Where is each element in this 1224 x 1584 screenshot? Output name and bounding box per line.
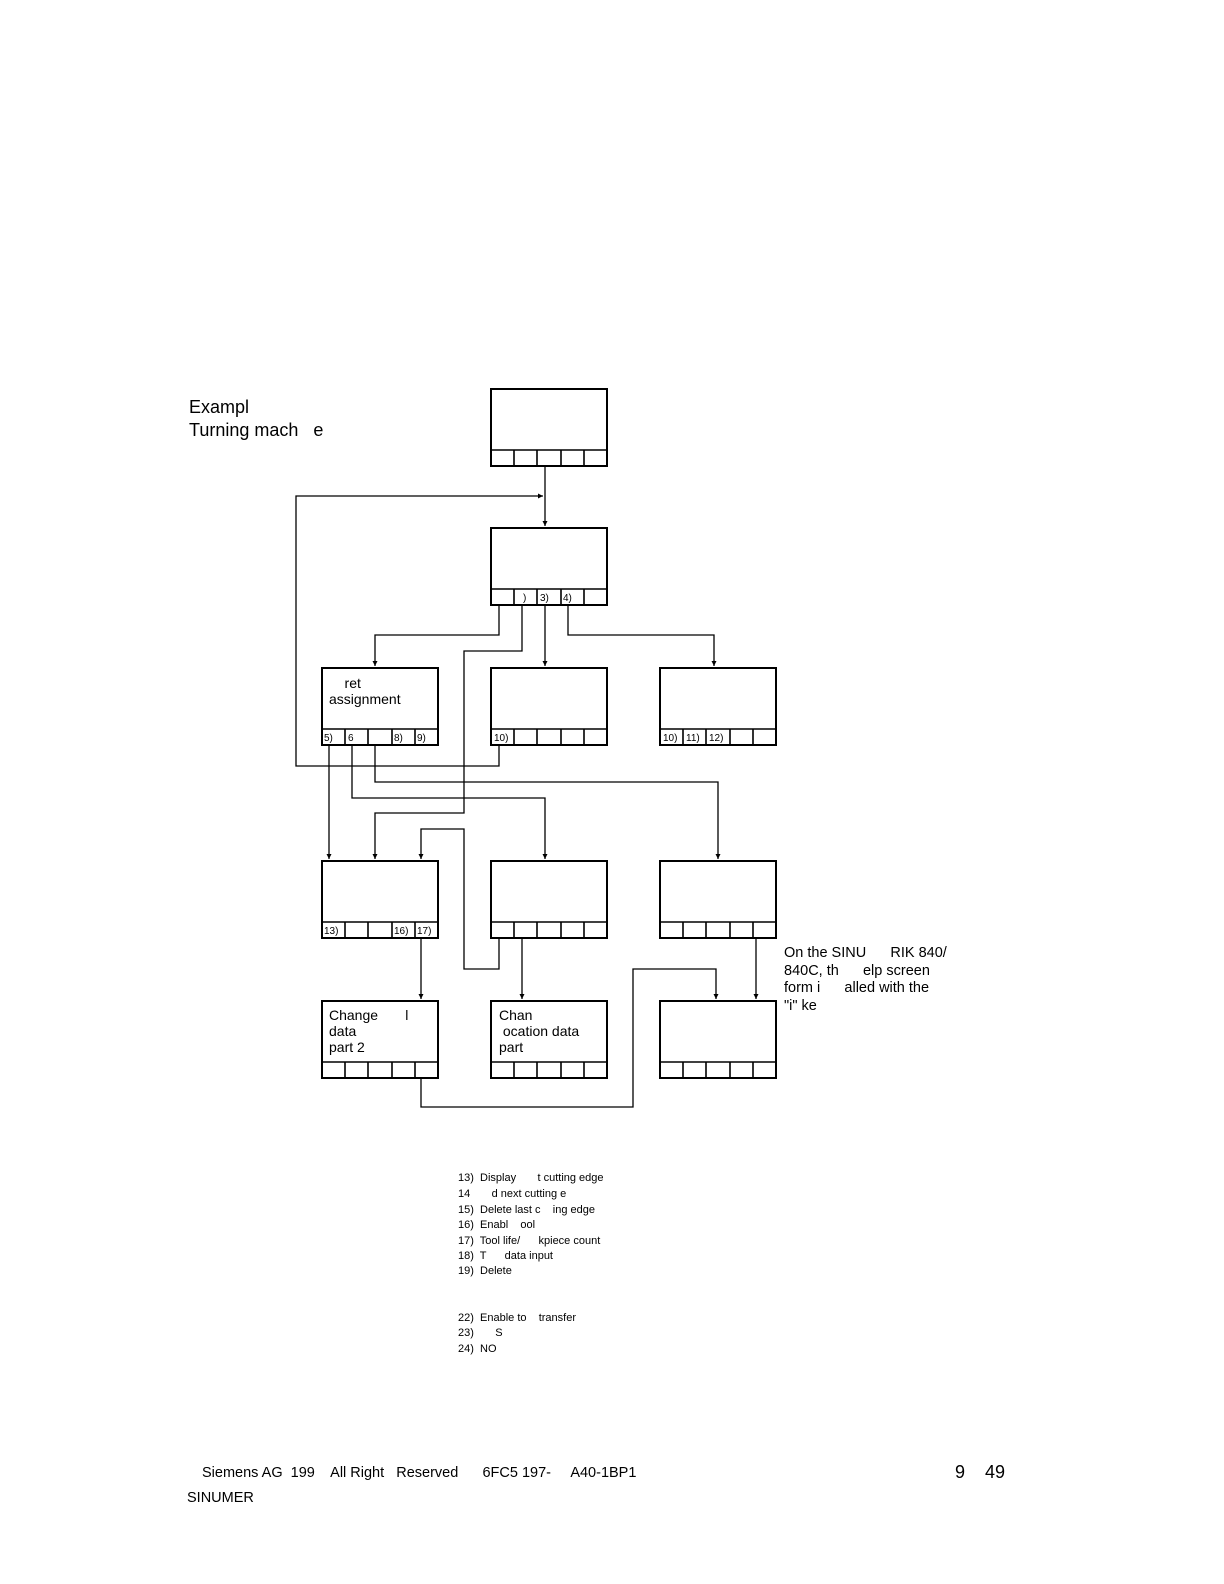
screen-box-lower-right: [659, 860, 777, 939]
box-ret-assignment-text: ret assignment: [329, 675, 401, 707]
connector-return-loop: [295, 493, 543, 767]
softkey-8: 8): [394, 733, 403, 744]
diagram-title-line-2: Turning mach e: [189, 420, 324, 440]
footnote-23: 23) S: [458, 1327, 503, 1339]
footnote-19: 19) Delete: [458, 1265, 512, 1277]
softkey-12: 12): [709, 733, 723, 744]
screen-box-lower-center: [490, 860, 608, 939]
connector-sk6-to-lower-center: [351, 745, 548, 859]
box-change-tool-data-text: Change l data part 2: [329, 1007, 409, 1055]
screen-box-change-tool-data: [321, 1000, 439, 1079]
connector-sk2-to-ret: [372, 605, 500, 666]
help-screen-note: On the SINU RIK 840/ 840C, th elp screen…: [784, 945, 947, 1014]
connector-sk7-to-lower-right: [374, 745, 721, 859]
footnote-15: 15) Delete last c ing edge: [458, 1204, 595, 1216]
screen-box-mid-center: [490, 667, 608, 746]
connector-sk4-to-mid-right: [567, 605, 717, 666]
softkey-labels: ) 3) 4) 5) 6 8) 9) 10) 10) 11) 12) 13) 1…: [324, 593, 723, 937]
softkey-rows: [322, 449, 776, 1078]
softkey-3: 3): [540, 593, 549, 604]
footnote-24: 24) NO: [458, 1343, 497, 1355]
softkey-13: 13): [324, 926, 338, 937]
screen-box-help: [659, 1000, 777, 1079]
footnote-14: 14 d next cutting e: [458, 1188, 567, 1200]
page-number: 9 49: [955, 1462, 1006, 1482]
softkey-5: 5): [324, 733, 333, 744]
softkey-10-center: 10): [494, 733, 508, 744]
footer-product: SINUMER: [187, 1490, 254, 1506]
softkey-10-right: 10): [663, 733, 677, 744]
screen-box-change-location-data: [490, 1000, 608, 1079]
softkey-4: 4): [563, 593, 572, 604]
softkey-16: 16): [394, 926, 408, 937]
footnote-13: 13) Display t cutting edge: [458, 1172, 604, 1184]
box-change-location-data-text: Chan ocation data part: [499, 1007, 580, 1055]
connector-change-tool-to-help: [420, 968, 719, 1108]
screen-box-main-menu: [490, 527, 608, 606]
softkey-6: 6: [348, 733, 354, 744]
screen-box-mid-right: [659, 667, 777, 746]
connector-sk2b-to-lower-left: [372, 605, 523, 859]
softkey-11: 11): [686, 733, 700, 744]
footnote-17: 17) Tool life/ kpiece count: [458, 1235, 601, 1247]
screen-boxes: [321, 388, 777, 1079]
footnote-22: 22) Enable to transfer: [458, 1312, 577, 1324]
diagram-title-line-1: Exampl: [189, 397, 250, 417]
footer-copyright: Siemens AG 199 All Right Reserved 6FC5 1…: [202, 1465, 637, 1481]
footnote-18: 18) T data input: [458, 1250, 553, 1262]
screen-box-top: [490, 388, 608, 467]
softkey-9: 9): [417, 733, 426, 744]
softkey-2: ): [523, 593, 526, 604]
connector-lower-center-to-lower-left: [418, 828, 500, 970]
connectors: [295, 466, 759, 1108]
screen-box-ret-assignment: [321, 667, 439, 746]
footnote-16: 16) Enabl ool: [458, 1219, 536, 1231]
softkey-17: 17): [417, 926, 431, 937]
screen-box-lower-left: [321, 860, 439, 939]
